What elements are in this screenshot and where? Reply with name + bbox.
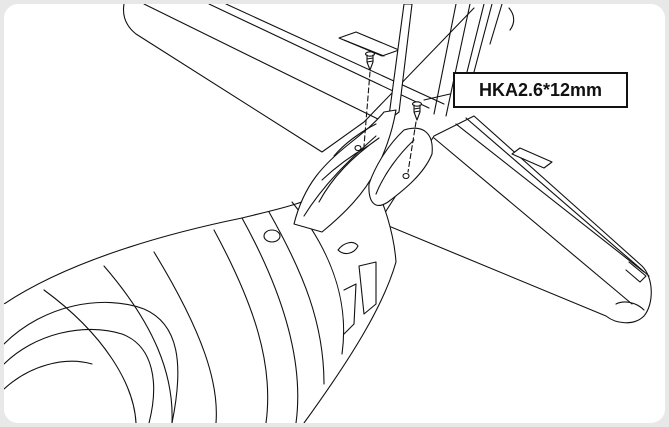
diagram-frame: HKA2.6*12mm (4, 4, 665, 423)
tail-assembly-drawing (4, 4, 652, 423)
right-horizontal-stabilizer (378, 115, 652, 324)
dorsal-fairing (293, 109, 433, 233)
fuselage (4, 173, 397, 423)
screw-left (363, 51, 376, 147)
screw-callout-label: HKA2.6*12mm (453, 72, 628, 108)
screw-right (407, 101, 423, 173)
callout-leader (423, 93, 451, 101)
left-horizontal-stabilizer (122, 4, 475, 153)
